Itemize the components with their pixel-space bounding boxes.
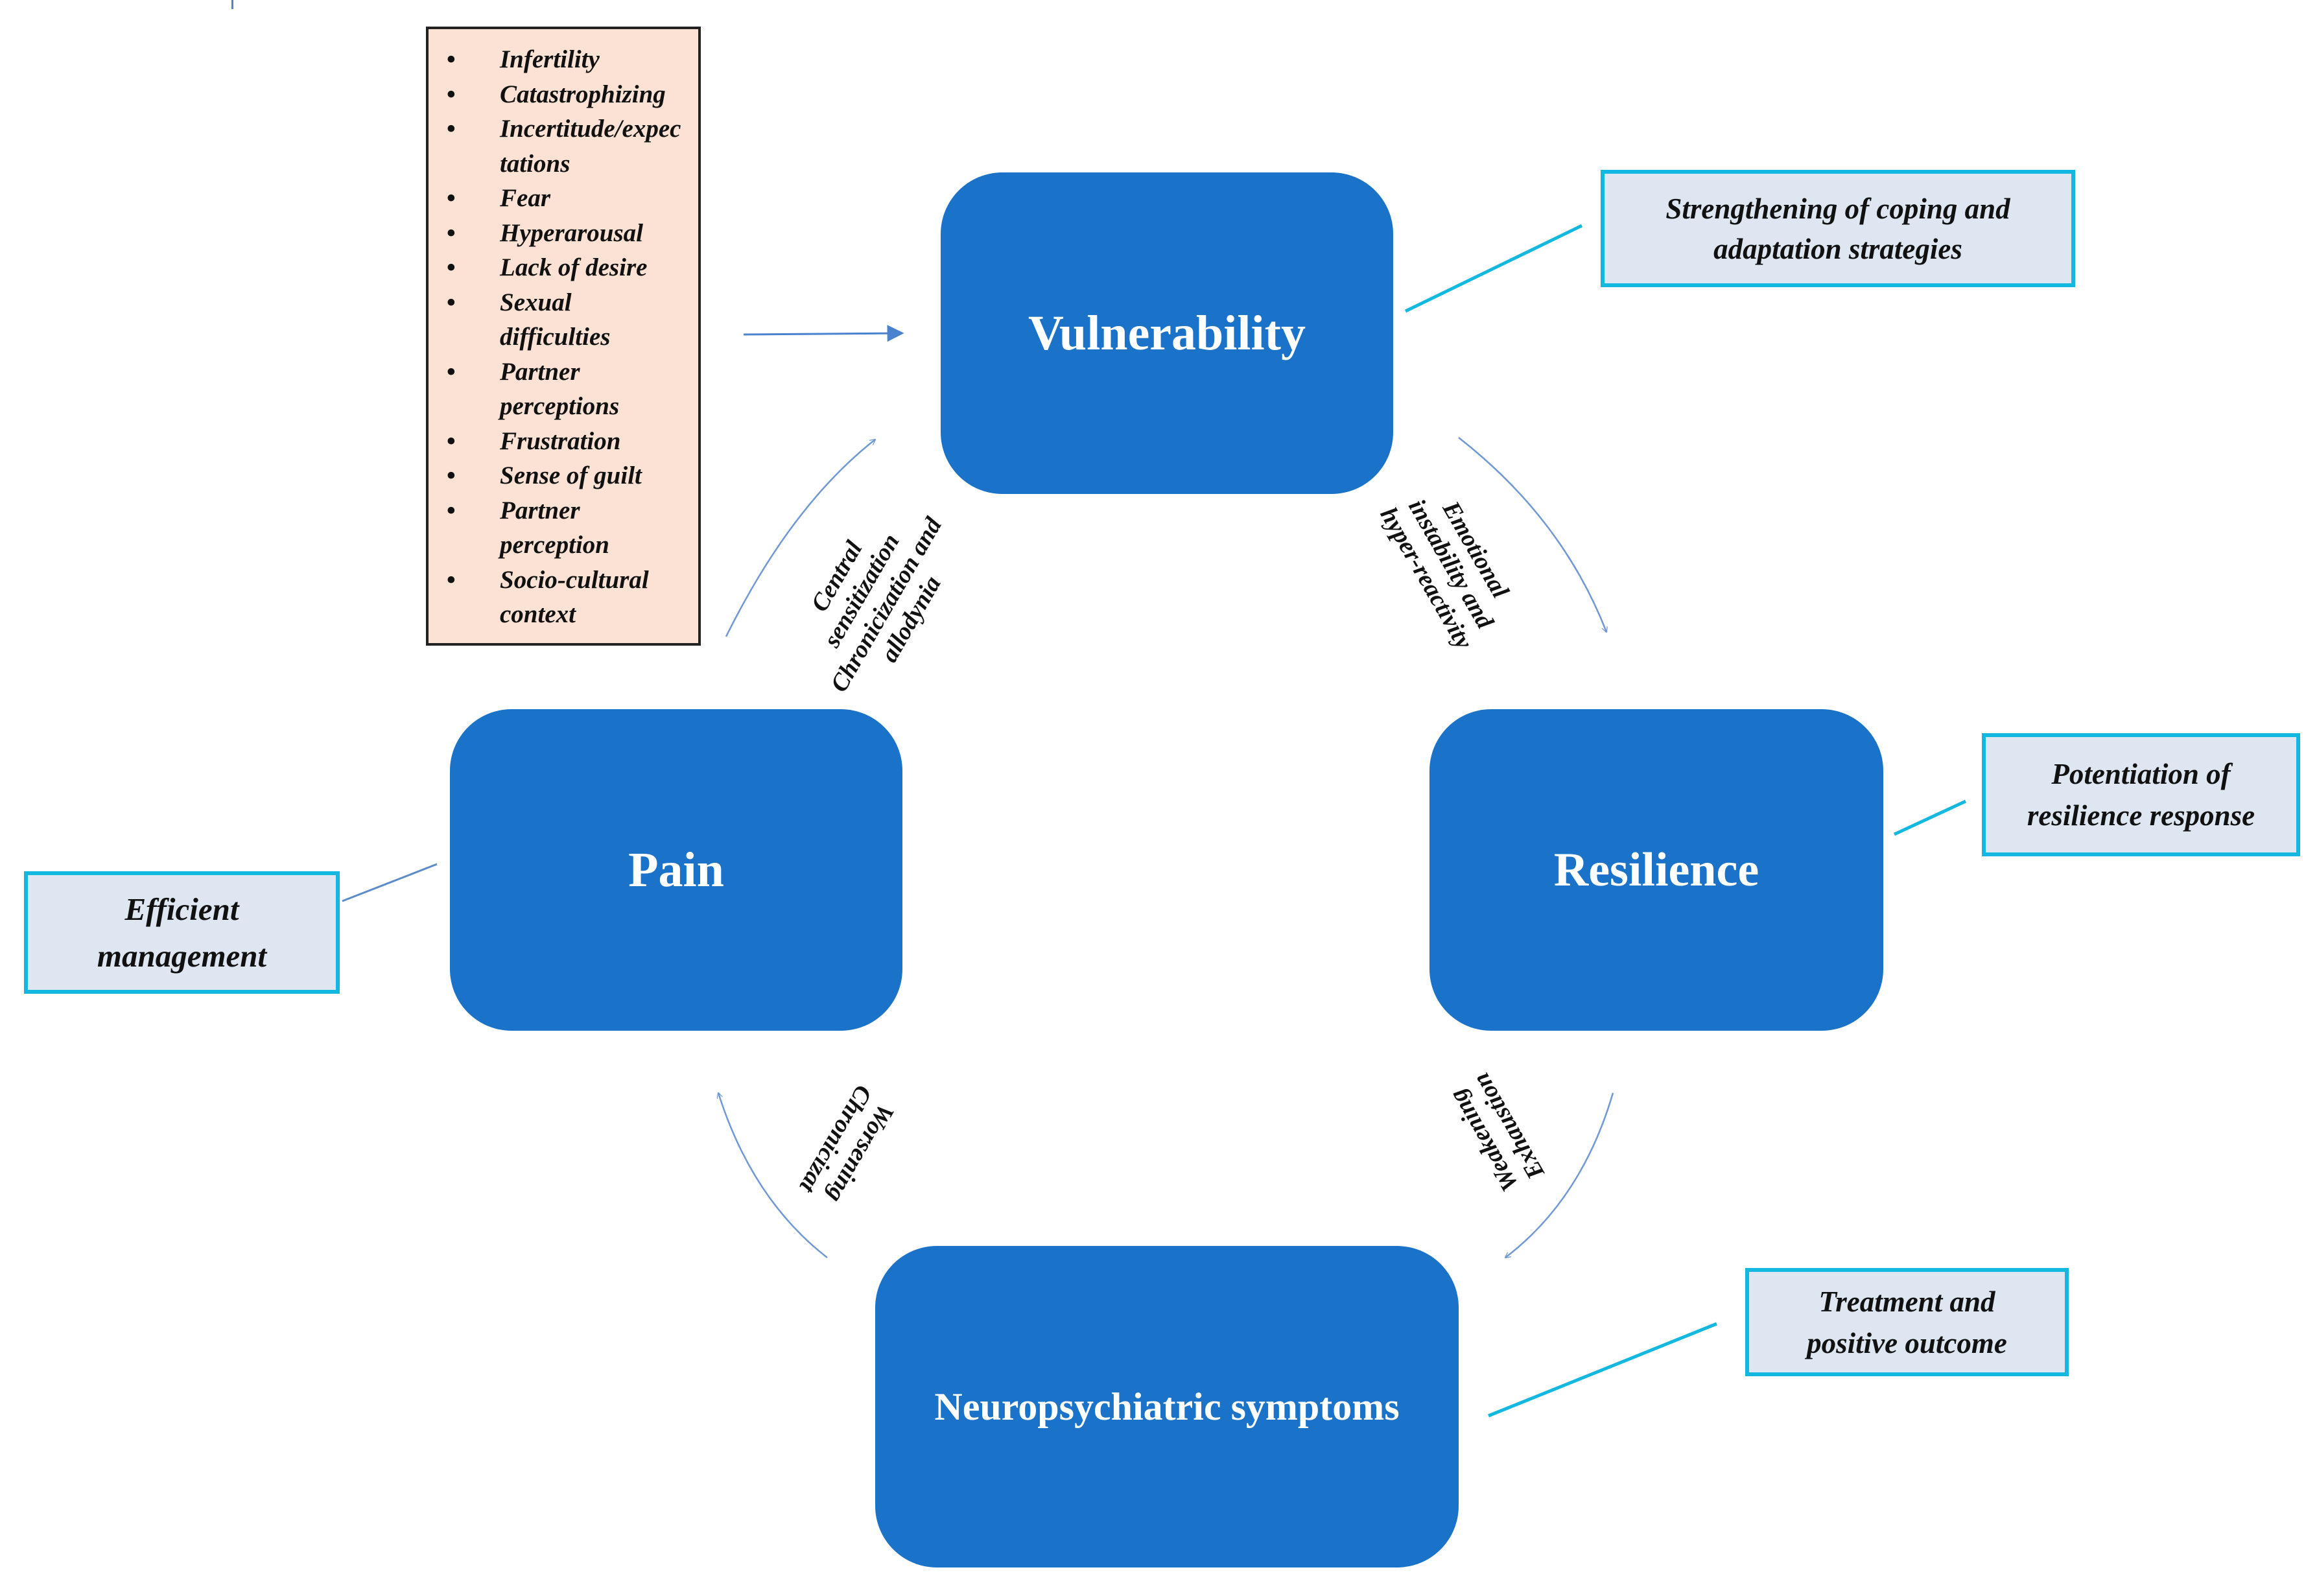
factor-item: Socio-cultural context: [429, 563, 649, 632]
risk-factors-list: Infertility Catastrophizing Incertitude/…: [429, 29, 698, 632]
pain-label: Pain: [628, 842, 724, 897]
pain-node: Pain: [450, 709, 902, 1031]
factor-item: Frustration: [429, 424, 692, 459]
factor-item: Hyperarousal: [429, 216, 692, 251]
arrow-vulnerability-to-resilience: [1458, 437, 1606, 632]
resilience-node: Resilience: [1429, 709, 1883, 1031]
arrow-neuro-to-pain: [718, 1093, 828, 1258]
factors-to-vulnerability-arrow: [743, 325, 904, 342]
resilience-potentiation-text: Potentiation of resilience response: [2027, 758, 2255, 832]
connector-neuro-treatment: [1488, 1322, 1717, 1418]
treatment-outcome-box: Treatment and positive outcome: [1745, 1268, 2069, 1376]
connector-vulnerability-coping: [1404, 224, 1583, 313]
resilience-label: Resilience: [1553, 843, 1759, 897]
coping-strategies-box: Strengthening of coping and adaptation s…: [1601, 170, 2075, 287]
factor-item: Incertitude/expec tations: [429, 111, 681, 181]
factor-item: Catastrophizing: [429, 77, 692, 112]
arrow-pain-to-vulnerability: [725, 440, 875, 637]
corner-tick-mark: [231, 0, 233, 9]
factor-item: Lack of desire: [429, 250, 692, 285]
arrow-resilience-to-neuro: [1505, 1092, 1614, 1258]
factor-item: Partner perception: [429, 493, 623, 563]
coping-strategies-text: Strengthening of coping and adaptation s…: [1665, 192, 2010, 265]
neuropsychiatric-label: Neuropsychiatric symptoms: [934, 1385, 1400, 1428]
vulnerability-node: Vulnerability: [941, 172, 1393, 494]
resilience-potentiation-box: Potentiation of resilience response: [1982, 733, 2300, 856]
connector-resilience-potentiation: [1893, 799, 1967, 836]
factor-item: Partner perceptions: [429, 355, 623, 424]
connector-pain-management: [342, 863, 438, 902]
factor-item: Sense of guilt: [429, 458, 692, 493]
treatment-outcome-text: Treatment and positive outcome: [1807, 1285, 2007, 1359]
risk-factors-box: Infertility Catastrophizing Incertitude/…: [426, 27, 701, 646]
factor-item: Sexual difficulties: [429, 285, 617, 355]
efficient-management-box: Efficient management: [24, 871, 340, 994]
factor-item: Infertility: [429, 42, 692, 77]
efficient-management-text: Efficient management: [97, 891, 267, 974]
factor-item: Fear: [429, 181, 692, 216]
neuropsychiatric-node: Neuropsychiatric symptoms: [875, 1246, 1459, 1567]
vulnerability-label: Vulnerability: [1028, 305, 1306, 360]
